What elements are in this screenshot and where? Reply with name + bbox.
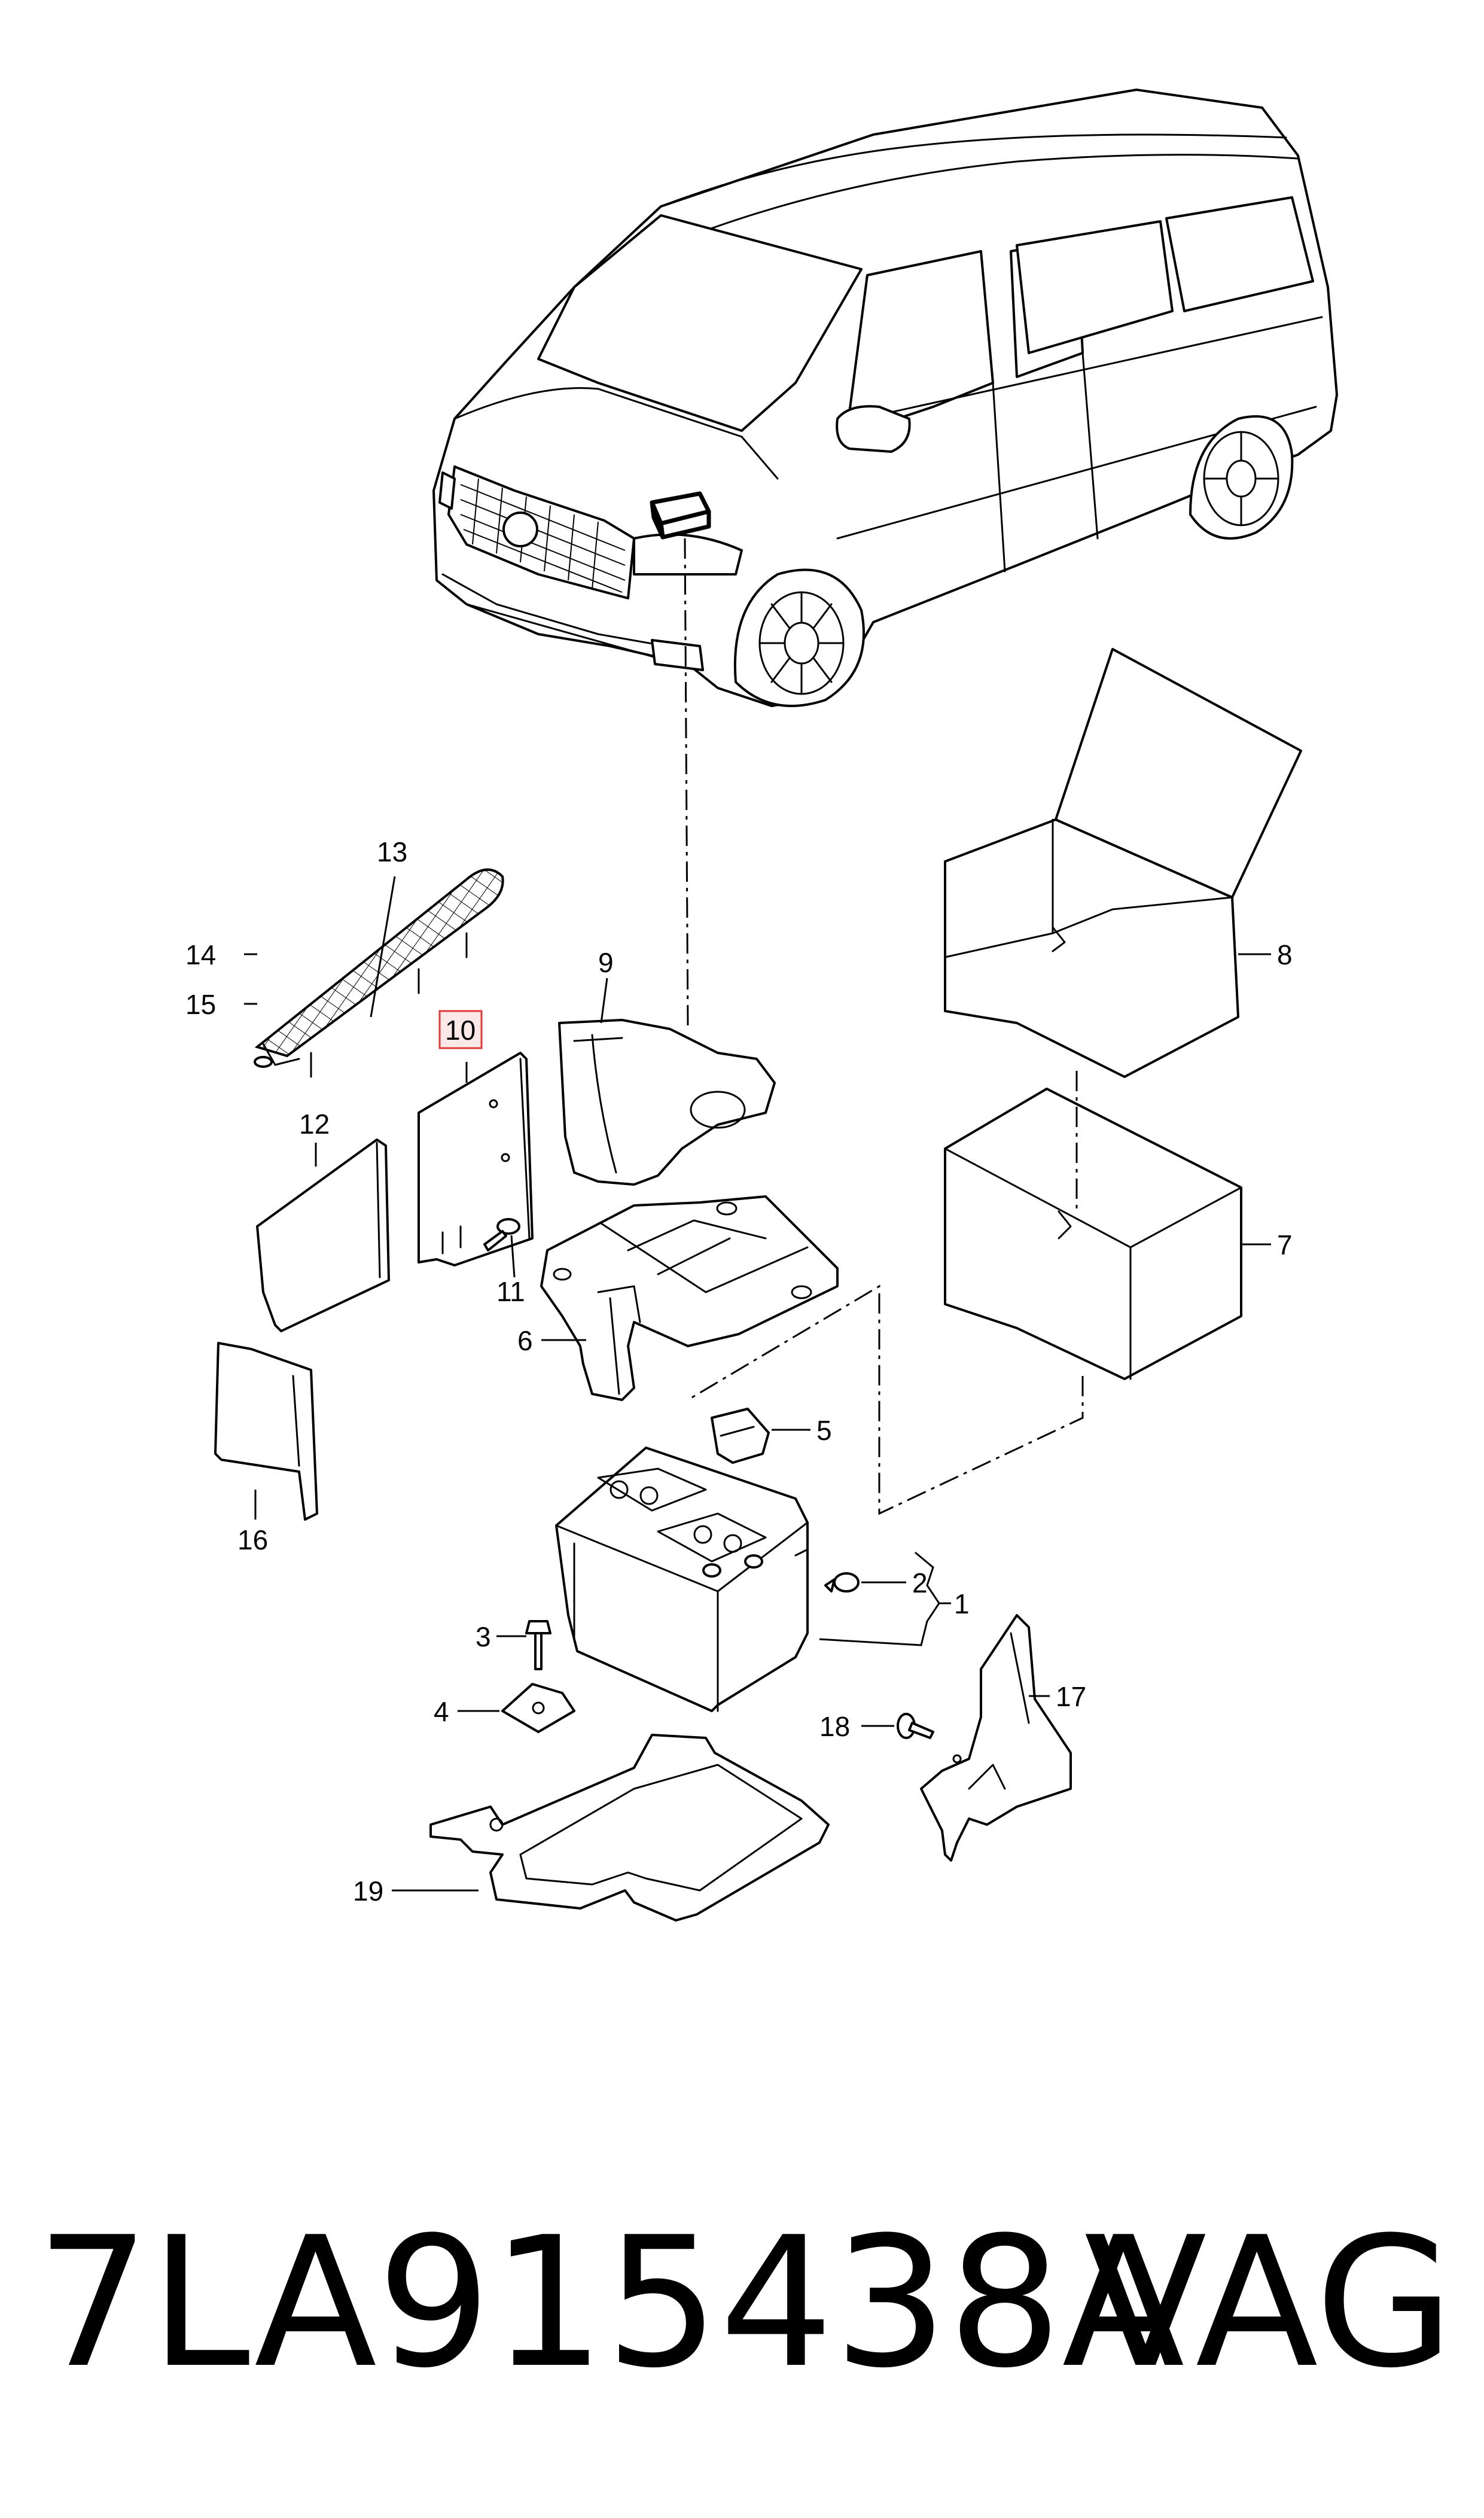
brand-label: VAG [1084,2199,1454,2407]
callout-8: 8 [1277,939,1293,970]
callout-5: 5 [816,1415,832,1446]
callout-10: 10 [445,1015,476,1046]
part-17-bracket [920,1614,1072,1862]
part-4-clamp [501,1683,575,1733]
callout-4: 4 [434,1696,449,1727]
callout-6: 6 [517,1325,533,1356]
callout-leaders [244,876,1271,1892]
callout-15: 15 [185,989,216,1020]
part-12-panel [256,1138,390,1332]
part-number-label: 7LA915438A [36,2199,1185,2407]
callout-16: 16 [237,1524,268,1555]
callout-9: 9 [598,947,614,978]
part-6-tray [540,1195,839,1401]
part-10-cover-plate [418,1052,534,1266]
part-7-cover [944,1088,1242,1380]
part-16-panel [214,1342,318,1521]
callout-17: 17 [1056,1681,1086,1712]
part-2-plug [824,1572,860,1593]
part-5-terminal-cap [711,1408,770,1464]
part-9-cover [558,1019,776,1186]
callout-1: 1 [954,1588,970,1619]
callout-12: 12 [299,1109,330,1140]
callout-11: 11 [496,1276,525,1307]
part-19-mat [429,1734,830,1922]
callout-13: 13 [377,836,407,867]
callout-18: 18 [819,1711,850,1742]
callout-3: 3 [476,1621,491,1652]
callout-19: 19 [353,1875,383,1907]
callout-14: 14 [185,939,216,970]
parts-diagram: 13 14 15 9 10 12 11 8 7 6 5 16 2 1 3 4 1… [185,89,1338,1922]
van-illustration [432,89,1338,707]
callout-7: 7 [1277,1229,1293,1260]
part-11-screw [483,1218,520,1252]
callout-2: 2 [912,1567,928,1599]
callout-10-highlight [438,1010,483,1049]
part-8-cover [944,648,1302,1078]
part-1-battery [555,1447,809,1712]
part-3-bolt [525,1620,551,1670]
part-18-screw [897,1713,934,1739]
